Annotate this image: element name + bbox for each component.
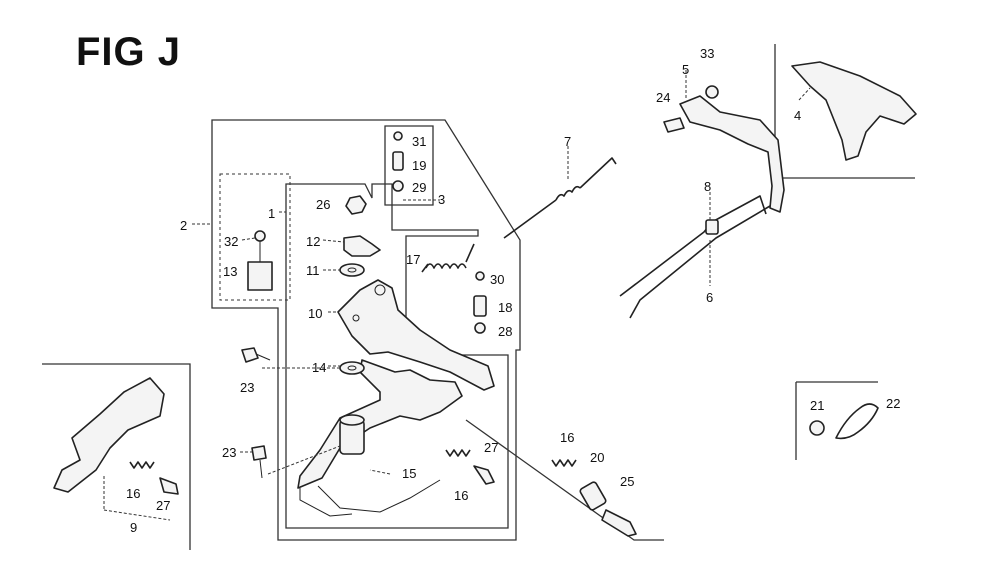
spring-16-center — [445, 449, 471, 457]
callout-29: 29 — [412, 180, 426, 195]
collar-20 — [579, 481, 607, 511]
figure-title: FIG J — [76, 30, 182, 74]
group-frame-1 — [285, 183, 509, 529]
callout-8: 8 — [704, 179, 711, 194]
callout-5: 5 — [682, 62, 689, 77]
spacer-18 — [473, 295, 487, 317]
part-drawings — [53, 61, 917, 537]
leader-lines — [103, 70, 811, 521]
callout-16-center: 16 — [454, 488, 468, 503]
callout-7: 7 — [564, 134, 571, 149]
screw-27-center — [473, 465, 495, 485]
inset-lever-assembly — [53, 377, 165, 493]
bracket-13 — [247, 261, 273, 291]
rod-connector — [705, 219, 719, 235]
rod-8 — [619, 195, 767, 297]
control-base-plate — [297, 359, 463, 489]
callout-22: 22 — [886, 396, 900, 411]
callouts: 1 2 3 4 5 6 7 8 9 10 11 12 13 14 15 16 1… — [126, 46, 900, 535]
control-lever — [337, 279, 495, 391]
callout-26: 26 — [316, 197, 330, 212]
callout-3: 3 — [438, 192, 445, 207]
bolt-24 — [663, 117, 685, 133]
spring-7 — [503, 157, 617, 239]
callout-18-right: 18 — [498, 300, 512, 315]
callout-24: 24 — [656, 90, 670, 105]
bracket-4 — [791, 61, 917, 161]
nut-26 — [345, 195, 367, 215]
callout-14: 14 — [312, 360, 326, 375]
callout-21: 21 — [810, 398, 824, 413]
clip-21 — [809, 420, 825, 436]
callout-13: 13 — [223, 264, 237, 279]
screw-23-upper — [241, 347, 259, 363]
callout-12: 12 — [306, 234, 320, 249]
callout-4: 4 — [794, 108, 801, 123]
callout-16-right: 16 — [560, 430, 574, 445]
bolt-31 — [393, 131, 403, 141]
group-frame-2 — [219, 173, 291, 301]
screw-23-lower — [251, 445, 267, 461]
spring-16-right — [551, 459, 577, 467]
callout-20: 20 — [590, 450, 604, 465]
assembly-frames — [42, 44, 915, 550]
spring-17 — [421, 243, 475, 273]
callout-23-lower: 23 — [222, 445, 236, 460]
callout-2: 2 — [180, 218, 187, 233]
callout-25: 25 — [620, 474, 634, 489]
spacer-19 — [392, 151, 404, 171]
callout-9: 9 — [130, 520, 137, 535]
washer-11 — [339, 263, 365, 277]
callout-16-inset: 16 — [126, 486, 140, 501]
inset-frame-left — [42, 363, 191, 550]
callout-15: 15 — [402, 466, 416, 481]
callout-28: 28 — [498, 324, 512, 339]
inset-frame-small — [795, 381, 878, 460]
spring-16-inset — [129, 461, 155, 469]
bolt-30 — [475, 271, 485, 281]
bushing-12 — [343, 235, 381, 257]
screw-27-inset — [159, 477, 179, 495]
group-frame-top-bolts — [384, 125, 434, 206]
bolt-25 — [601, 509, 637, 537]
callout-31: 31 — [412, 134, 426, 149]
callout-33: 33 — [700, 46, 714, 61]
nut-28 — [474, 322, 486, 334]
callout-27-center: 27 — [484, 440, 498, 455]
callout-30: 30 — [490, 272, 504, 287]
chain-22 — [835, 403, 879, 440]
callout-19: 19 — [412, 158, 426, 173]
bolt-32 — [254, 230, 266, 242]
callout-10: 10 — [308, 306, 322, 321]
lever-arm-5 — [679, 95, 785, 213]
callout-17: 17 — [406, 252, 420, 267]
nut-29 — [392, 180, 404, 192]
callout-1: 1 — [268, 206, 275, 221]
callout-27-inset: 27 — [156, 498, 170, 513]
callout-6: 6 — [706, 290, 713, 305]
callout-23-upper: 23 — [240, 380, 254, 395]
callout-11: 11 — [306, 263, 320, 278]
rod-6 — [629, 205, 771, 319]
inset-frame-bottom-right — [465, 419, 664, 541]
nut-33 — [705, 85, 719, 99]
outer-assembly-frame — [211, 119, 521, 541]
washer-14 — [339, 361, 365, 375]
callout-32: 32 — [224, 234, 238, 249]
